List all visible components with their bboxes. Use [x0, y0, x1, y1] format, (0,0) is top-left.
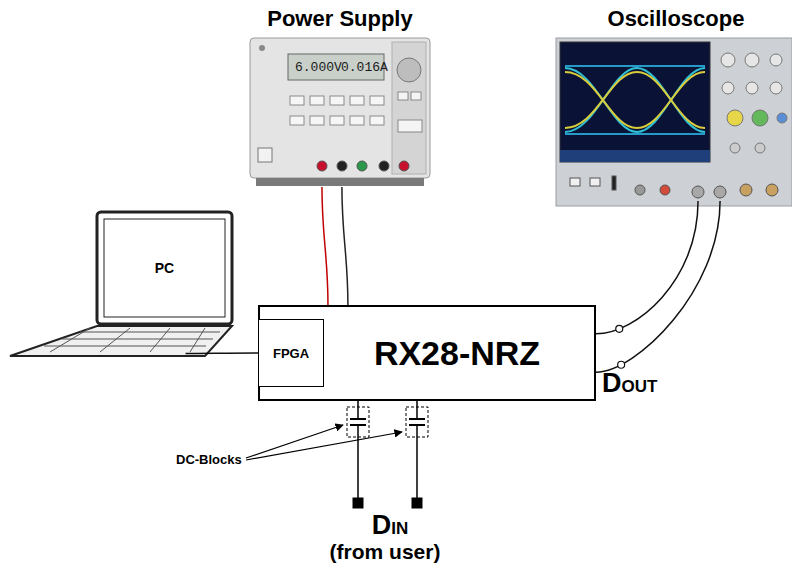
- cable-connector: [596, 201, 698, 334]
- receiver-board: RX28-NRZFPGA: [258, 305, 596, 401]
- cable-connector: [322, 187, 328, 305]
- cable-connector: [596, 201, 720, 372]
- fpga-box: FPGA: [258, 319, 324, 387]
- cable-connector: [342, 187, 348, 305]
- laptop-picture: [10, 212, 232, 356]
- dc-block-symbols: [246, 401, 428, 508]
- cable-line: [342, 187, 348, 305]
- signal-name: DOUT: [602, 368, 657, 399]
- display-reading: 0.016A: [341, 60, 388, 75]
- callout-label: DC-Blocks: [176, 452, 242, 467]
- oscilloscope-picture: [556, 38, 792, 206]
- signal-name: DIN: [355, 510, 425, 541]
- signal-note: (from user): [310, 540, 460, 564]
- display-reading: 6.000V: [295, 60, 342, 75]
- chip-label: FPGA: [259, 320, 323, 386]
- cable-connector-ring: [616, 325, 623, 332]
- cable-line: [596, 201, 720, 372]
- cable-connector-ring: [618, 361, 625, 368]
- laptop-pc: PC: [10, 210, 235, 358]
- cable-line: [186, 352, 259, 354]
- cable-connector: [186, 353, 259, 355]
- power-supply: Power Supply: [245, 4, 435, 187]
- device-heading: Power Supply: [245, 6, 435, 32]
- oscilloscope: Oscilloscope: [560, 4, 792, 204]
- device-heading: Oscilloscope: [560, 6, 792, 32]
- computer-label: PC: [97, 212, 232, 324]
- cable-line: [596, 201, 698, 334]
- board-name: RX28-NRZ: [332, 307, 582, 399]
- power-supply-picture: [250, 38, 430, 186]
- cable-line: [322, 187, 328, 305]
